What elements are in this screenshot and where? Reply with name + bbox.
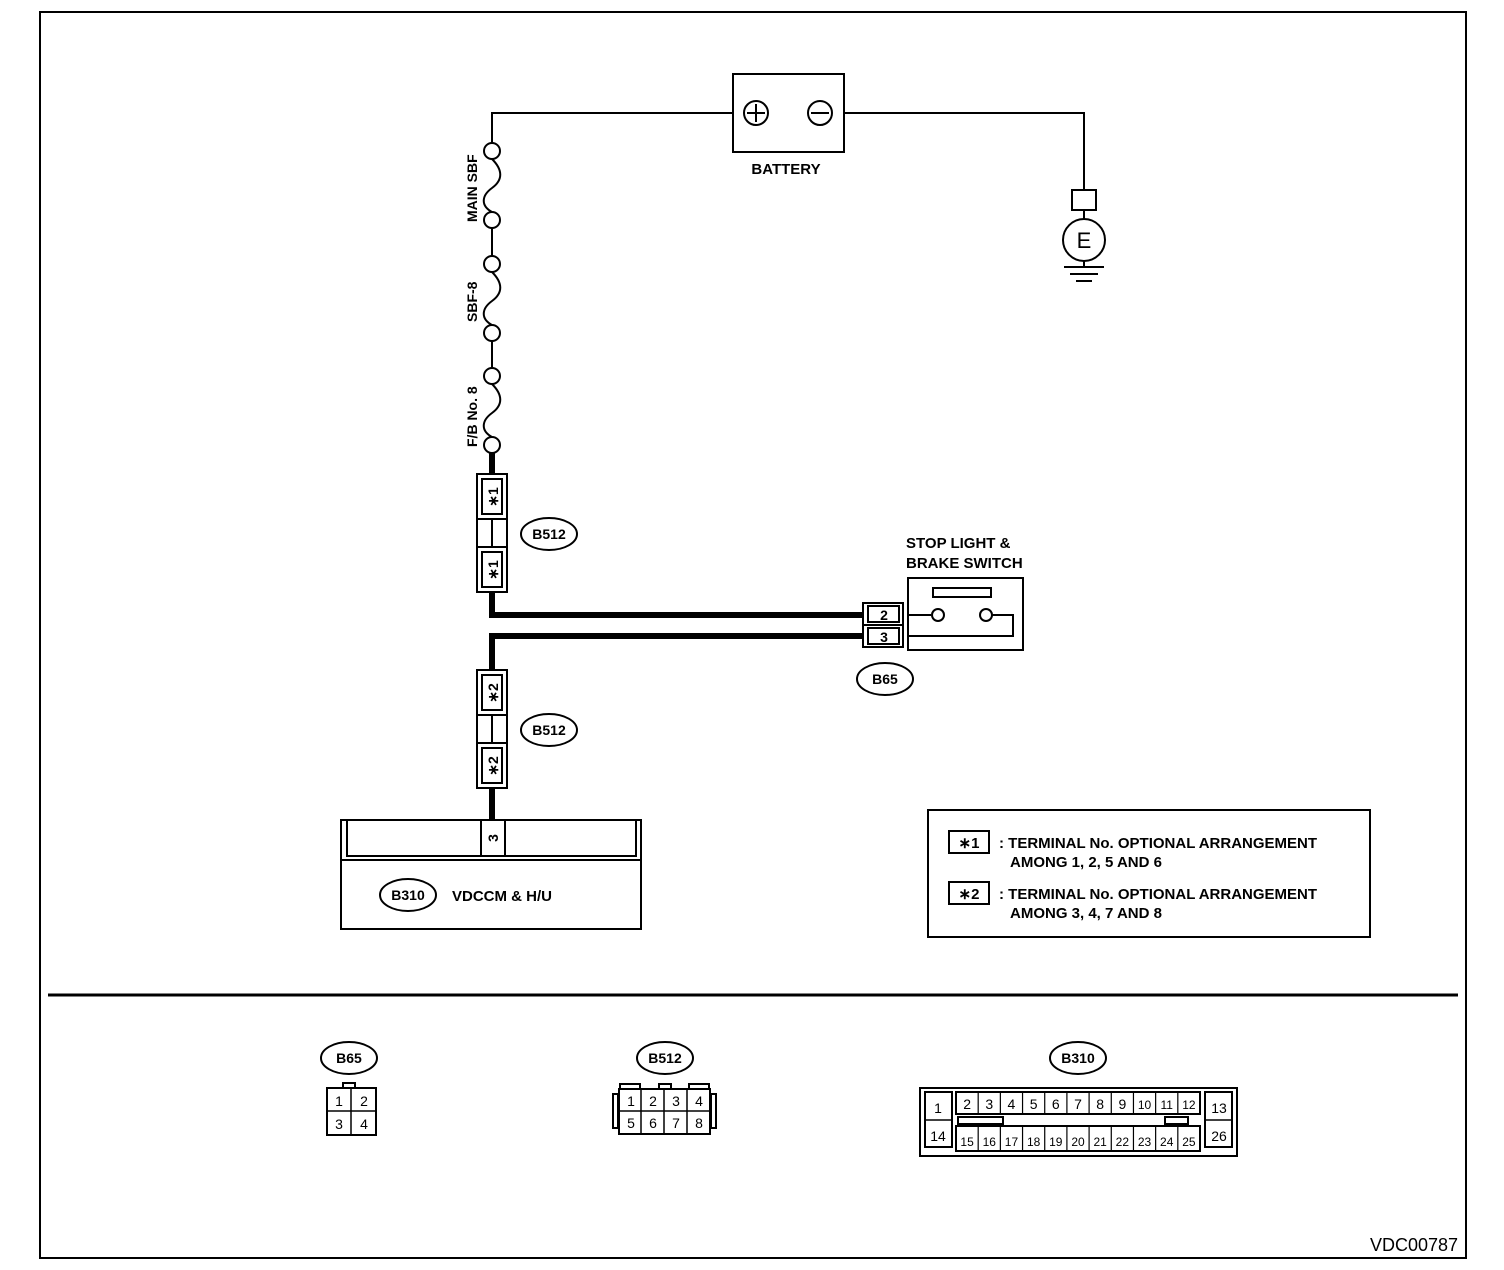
b310-view-pin-14: 14	[930, 1128, 946, 1144]
switch-pin-2: 2	[880, 607, 888, 623]
b65-view-pin-2: 2	[360, 1093, 368, 1109]
b310-view-pin-13: 13	[1211, 1100, 1227, 1116]
vdccm-module: 3 B310 VDCCM & H/U	[340, 819, 642, 930]
ground-label: E	[1077, 228, 1092, 253]
legend-text-1b: AMONG 1, 2, 5 AND 6	[1010, 854, 1162, 871]
b310-view-pin-19: 19	[1049, 1135, 1063, 1149]
b310-view-pin-25: 25	[1182, 1135, 1196, 1149]
b310-view-pin-4: 4	[1008, 1096, 1016, 1112]
b310-view-pin-21: 21	[1094, 1135, 1108, 1149]
wire-to-switch-pin-2	[489, 592, 863, 618]
diagram-frame	[39, 11, 1467, 1259]
connector-b512-upper: ∗1 ∗1 B512	[476, 473, 578, 593]
legend: ∗1 : TERMINAL No. OPTIONAL ARRANGEMENT A…	[927, 809, 1371, 938]
battery-plus-terminal	[743, 100, 769, 126]
b512-view-pin-8: 8	[695, 1115, 703, 1131]
b310-view-pin-15: 15	[960, 1135, 974, 1149]
fuse-fb-no-8: F/B No. 8	[464, 367, 502, 454]
stop-light-brake-switch: STOP LIGHT & BRAKE SWITCH 2 3 B65	[856, 535, 1024, 696]
b512-view-badge: B512	[648, 1050, 682, 1066]
b512-lower-badge: B512	[532, 722, 566, 738]
b310-view-pin-23: 23	[1138, 1135, 1152, 1149]
b512-upper-badge: B512	[532, 526, 566, 542]
fuse-main-sbf-label: MAIN SBF	[464, 154, 480, 222]
b310-view-pin-22: 22	[1116, 1135, 1130, 1149]
switch-label-line2: BRAKE SWITCH	[906, 555, 1023, 572]
connector-b512-lower: ∗2 ∗2 B512	[476, 669, 578, 789]
b65-view-badge: B65	[336, 1050, 362, 1066]
b512-view-pin-6: 6	[649, 1115, 657, 1131]
switch-connector-badge: B65	[872, 671, 898, 687]
legend-text-2b: AMONG 3, 4, 7 AND 8	[1010, 905, 1162, 922]
b310-view-pin-12: 12	[1182, 1098, 1196, 1112]
b310-view-pin-3: 3	[985, 1096, 993, 1112]
b512-view-pin-7: 7	[672, 1115, 680, 1131]
b512-view-pin-4: 4	[695, 1093, 703, 1109]
battery: BATTERY	[732, 73, 845, 178]
b310-view-badge: B310	[1061, 1050, 1095, 1066]
b310-view-pin-20: 20	[1071, 1135, 1085, 1149]
legend-text-2a: : TERMINAL No. OPTIONAL ARRANGEMENT	[999, 886, 1317, 903]
fuse-fb-no-8-label: F/B No. 8	[464, 386, 480, 447]
b310-view-pin-2: 2	[963, 1096, 971, 1112]
vdccm-label: VDCCM & H/U	[452, 888, 552, 905]
legend-marker-2: ∗2	[959, 886, 980, 903]
switch-pin-3: 3	[880, 629, 888, 645]
b512-view-pin-2: 2	[649, 1093, 657, 1109]
vdccm-badge: B310	[391, 887, 425, 903]
b310-view-pin-16: 16	[983, 1135, 997, 1149]
fuse-main-sbf: MAIN SBF	[464, 142, 502, 229]
b310-view-pin-26: 26	[1211, 1128, 1227, 1144]
b512-view-pin-3: 3	[672, 1093, 680, 1109]
switch-label-line1: STOP LIGHT &	[906, 535, 1011, 552]
vdccm-pin-3: 3	[485, 834, 501, 842]
b512-upper-pin-bottom: ∗1	[485, 560, 501, 580]
legend-marker-1: ∗1	[959, 835, 980, 852]
b512-lower-pin-top: ∗2	[485, 683, 501, 703]
b310-view-pin-10: 10	[1138, 1098, 1152, 1112]
connector-view-b512: B512 1 2 3 4 5 6 7 8	[612, 1041, 717, 1135]
b310-view-pin-24: 24	[1160, 1135, 1174, 1149]
battery-positive-wire	[491, 112, 733, 143]
b310-view-pin-9: 9	[1118, 1096, 1126, 1112]
legend-text-1a: : TERMINAL No. OPTIONAL ARRANGEMENT	[999, 835, 1317, 852]
b65-view-pin-1: 1	[335, 1093, 343, 1109]
b310-view-pin-1: 1	[934, 1100, 942, 1116]
b512-upper-pin-top: ∗1	[485, 487, 501, 507]
b310-view-pin-6: 6	[1052, 1096, 1060, 1112]
connector-view-b65: B65 1 2 3 4	[320, 1041, 378, 1136]
battery-minus-terminal	[807, 100, 833, 126]
battery-label: BATTERY	[751, 161, 820, 178]
b310-view-pin-7: 7	[1074, 1096, 1082, 1112]
fuse-sbf-8: SBF-8	[464, 255, 502, 342]
b65-view-pin-4: 4	[360, 1116, 368, 1132]
wire-from-switch-pin-3	[489, 633, 863, 670]
b512-view-pin-5: 5	[627, 1115, 635, 1131]
b512-view-pin-1: 1	[627, 1093, 635, 1109]
b512-lower-pin-bottom: ∗2	[485, 756, 501, 776]
b310-view-pin-17: 17	[1005, 1135, 1019, 1149]
b310-view-pin-8: 8	[1096, 1096, 1104, 1112]
b65-view-pin-3: 3	[335, 1116, 343, 1132]
figure-code: VDC00787	[1370, 1235, 1458, 1255]
b310-view-pin-5: 5	[1030, 1096, 1038, 1112]
fuse-sbf-8-label: SBF-8	[464, 281, 480, 322]
b310-view-pin-11: 11	[1160, 1098, 1173, 1112]
battery-negative-wire	[844, 112, 1085, 190]
legend-box	[927, 809, 1371, 938]
b310-view-pin-18: 18	[1027, 1135, 1041, 1149]
ground-symbol: E	[1062, 189, 1106, 282]
b310-view-bottom-row: 15 16 17 18 19 20 21 22 23 24 25	[960, 1126, 1196, 1151]
